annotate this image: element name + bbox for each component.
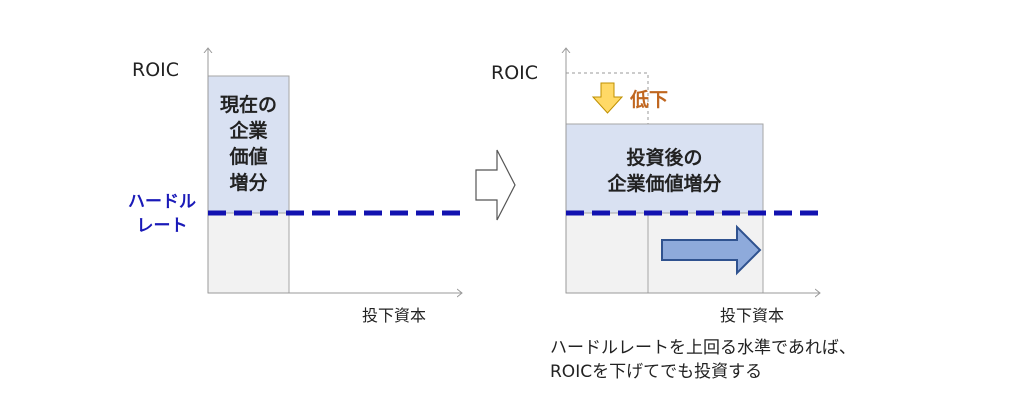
hurdle-line-2: レート (136, 216, 188, 236)
left-y-axis-label: ROIC (132, 59, 180, 81)
caption-line-1: ハードルレートを上回る水準であれば、 (550, 338, 856, 358)
left-box-line-3: 価値 (229, 146, 268, 168)
left-base-box (207, 212, 290, 294)
right-y-axis-label: ROIC (491, 62, 539, 84)
left-value-box (207, 75, 290, 214)
capital-increase-arrow (661, 224, 762, 276)
left-box-label: 現在の 企業 価値 増分 (208, 92, 289, 196)
decrease-label: 低下 (630, 89, 669, 111)
left-box-line-4: 増分 (229, 172, 268, 194)
right-box-label: 投資後の 企業価値増分 (566, 145, 763, 197)
hurdle-rate-label: ハードル レート (118, 190, 206, 238)
transition-arrow (475, 149, 516, 221)
hurdle-line-1: ハードル (128, 192, 196, 212)
left-x-axis-label: 投下資本 (362, 306, 427, 325)
right-box-line-1: 投資後の (626, 147, 703, 169)
left-box-line-1: 現在の (219, 94, 277, 116)
right-x-axis-label: 投下資本 (720, 306, 785, 325)
caption-line-2: ROICを下げてでも投資する (550, 362, 763, 382)
left-box-line-2: 企業 (229, 120, 268, 142)
decrease-down-arrow (591, 82, 624, 114)
previous-level-outline (566, 72, 649, 124)
right-box-line-2: 企業価値増分 (607, 173, 722, 195)
caption: ハードルレートを上回る水準であれば、 ROICを下げてでも投資する (550, 336, 856, 384)
